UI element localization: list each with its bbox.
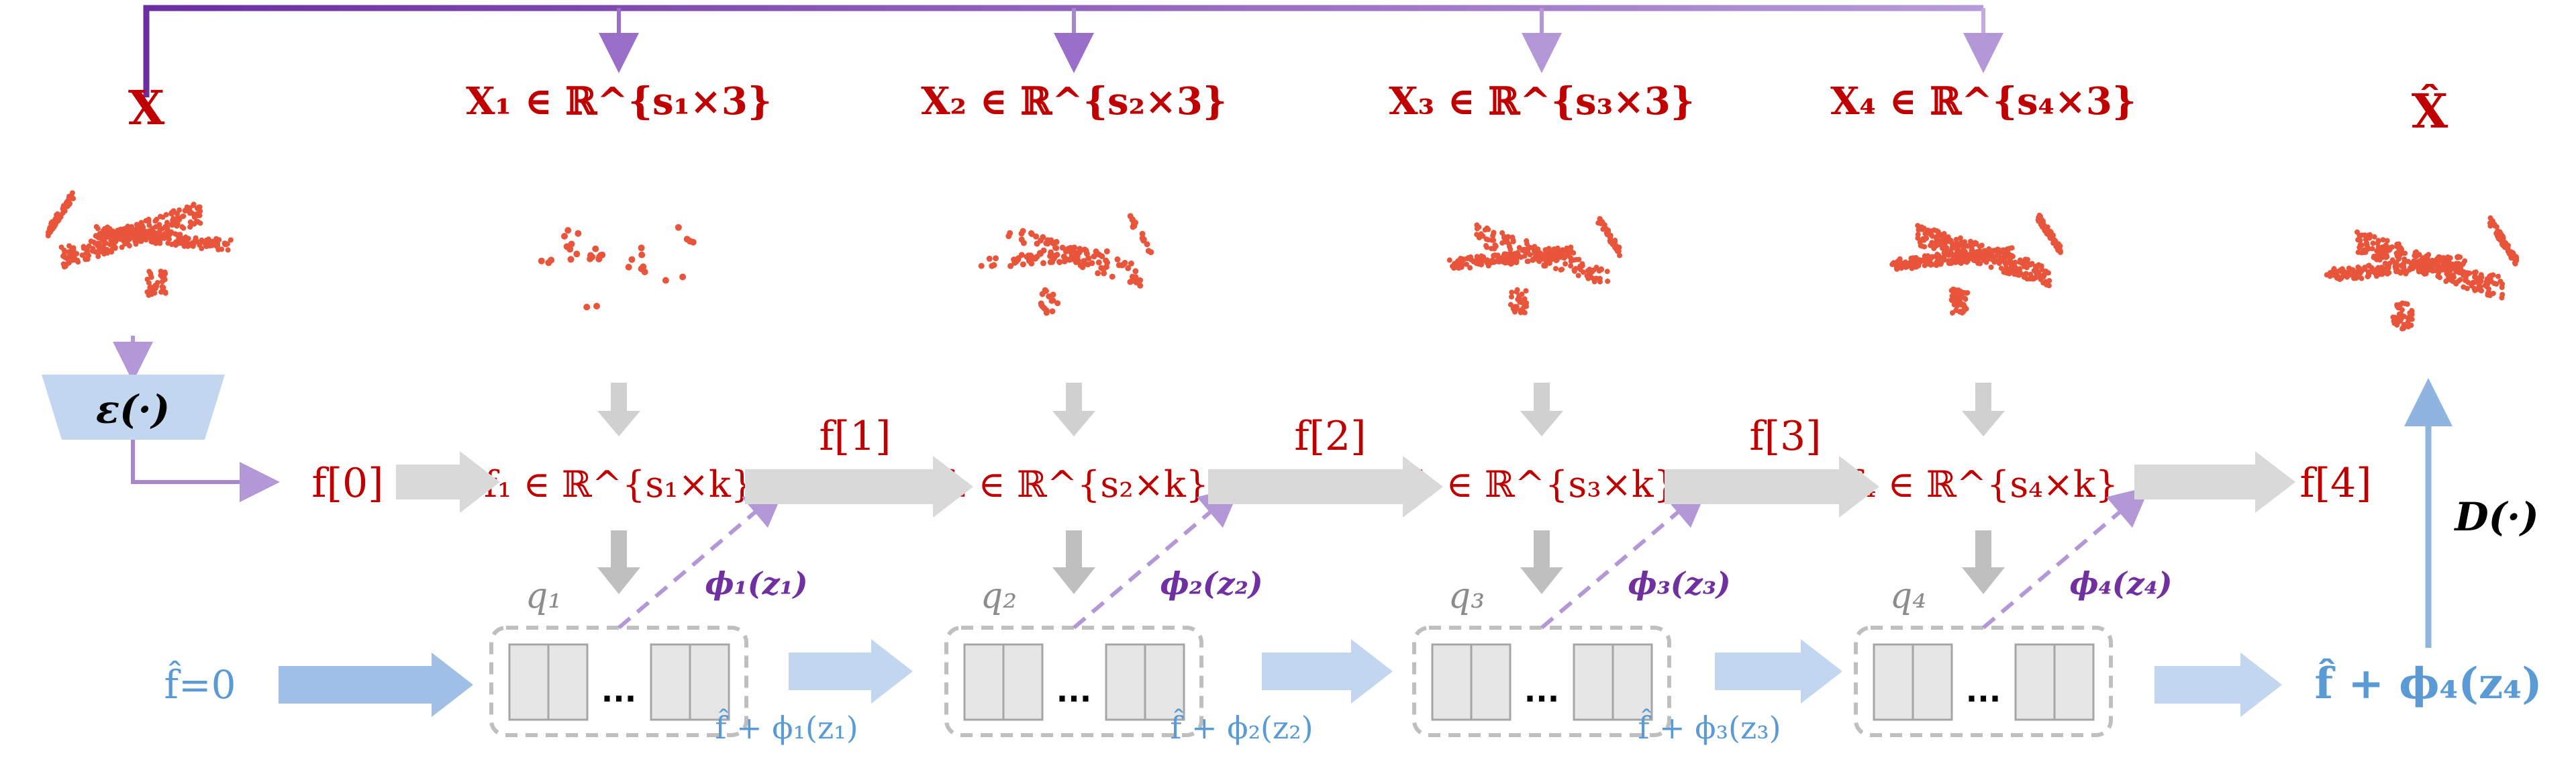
accumulation-flow-arrows — [279, 639, 2282, 717]
accum-arrow-4 — [2154, 653, 2282, 717]
f-hat-init-label: f̂=0 — [164, 660, 236, 708]
sum-label: f̂ + ϕ₂(z₂) — [1170, 708, 1313, 746]
input-x-label: X — [128, 80, 165, 136]
stage-x-label: X₁ ∈ ℝ^{s₁×3} — [466, 79, 772, 124]
stage-1: X₁ ∈ ℝ^{s₁×3} f₁ ∈ ℝ^{s₁×k} q₁... ϕ₁(z₁) f̂ … — [466, 79, 858, 746]
codebook-ellipsis: ... — [1056, 673, 1091, 709]
accum-arrow-3 — [1715, 639, 1842, 704]
sum-label: f̂ + ϕ₁(z₁) — [715, 708, 858, 746]
down-arrow-to-f — [1962, 383, 2005, 436]
codebook: ... — [1854, 626, 2113, 737]
accum-arrow-1 — [789, 639, 913, 704]
stage-x-label: X₄ ∈ ℝ^{s₄×3} — [1830, 79, 2136, 124]
phi-label: ϕ₄(z₄) — [2069, 565, 2172, 602]
stage-point-cloud — [538, 224, 697, 311]
codebook: ... — [489, 626, 748, 737]
stage-point-cloud — [1889, 212, 2063, 316]
residual-label-0: f[0] — [311, 460, 383, 507]
stage-f-label: f₄ ∈ ℝ^{s₄×k} — [1848, 463, 2118, 506]
flow-arrow-f4 — [2134, 451, 2295, 513]
dashed-phi-arrow — [617, 486, 786, 630]
encoder-block: ε(·) — [42, 375, 225, 440]
quantizer-label: q₃ — [1448, 576, 1485, 616]
encoder-label: ε(·) — [96, 387, 170, 432]
residual-flow-arrows — [396, 451, 2295, 518]
codebook: ... — [1412, 626, 1671, 737]
phi-label: ϕ₁(z₁) — [705, 565, 807, 602]
dashed-phi-arrow — [1540, 486, 1709, 630]
output-x-hat-label: X̂ — [2412, 83, 2448, 139]
stage-point-cloud — [1446, 216, 1622, 316]
down-arrow-to-codebook — [597, 530, 640, 594]
residual-label-1: f[1] — [819, 413, 891, 460]
flow-arrow-f0 — [396, 451, 500, 513]
residual-label-2: f[2] — [1294, 413, 1366, 460]
stage-2: X₂ ∈ ℝ^{s₂×3} f₂ ∈ ℝ^{s₂×k} q₂... ϕ₂(z₂) f̂ … — [921, 79, 1314, 746]
top-connector — [143, 5, 2003, 97]
sum-label: f̂ + ϕ₃(z₃) — [1638, 708, 1781, 746]
flow-arrow-f2 — [1208, 456, 1443, 518]
accum-arrow-0 — [279, 653, 473, 717]
stage-3: X₃ ∈ ℝ^{s₃×3} f₃ ∈ ℝ^{s₃×k} q₃... ϕ₃(z₃) f̂ … — [1389, 79, 1781, 746]
accum-arrow-2 — [1262, 639, 1393, 704]
decoder-label: D(·) — [2453, 494, 2538, 540]
down-arrow-to-f — [1052, 383, 1095, 436]
quantizer-label: q₁ — [526, 576, 562, 616]
down-arrow-to-f — [597, 383, 640, 436]
codebook: ... — [944, 626, 1203, 737]
residual-label-4: f[4] — [2299, 460, 2371, 507]
output-point-cloud — [2324, 215, 2520, 332]
stage-f-label: f₂ ∈ ℝ^{s₂×k} — [939, 463, 1209, 506]
stage-4: X₄ ∈ ℝ^{s₄×3} f₄ ∈ ℝ^{s₄×k} q₄... ϕ₄(z₄) — [1830, 79, 2173, 737]
down-arrow-to-codebook — [1962, 530, 2005, 594]
stage-f-label: f₁ ∈ ℝ^{s₁×k} — [484, 463, 754, 506]
phi-label: ϕ₃(z₃) — [1628, 565, 1730, 602]
flow-arrow-f3 — [1665, 456, 1879, 518]
down-arrow-to-f — [1520, 383, 1563, 436]
down-arrow-to-codebook — [1052, 530, 1095, 594]
flow-arrow-f1 — [745, 456, 973, 518]
codebook-ellipsis: ... — [1966, 673, 2001, 709]
codebook-ellipsis: ... — [1524, 673, 1559, 709]
phi-label: ϕ₂(z₂) — [1160, 565, 1262, 602]
input-point-cloud — [45, 190, 234, 298]
stage-point-cloud — [978, 213, 1154, 316]
final-sum-label: f̂ + ϕ₄(z₄) — [2315, 659, 2542, 709]
dashed-phi-arrow — [1073, 486, 1241, 630]
codebook-ellipsis: ... — [601, 673, 636, 709]
stage-x-label: X₂ ∈ ℝ^{s₂×3} — [921, 79, 1227, 124]
arrow-encoder-to-f0 — [131, 440, 280, 502]
quantizer-label: q₂ — [981, 576, 1017, 616]
residual-label-3: f[3] — [1749, 413, 1821, 460]
dashed-phi-arrow — [1982, 486, 2150, 630]
quantizer-label: q₄ — [1890, 576, 1926, 616]
down-arrow-to-codebook — [1520, 530, 1563, 594]
stage-f-label: f₃ ∈ ℝ^{s₃×k} — [1407, 463, 1677, 506]
stage-x-label: X₃ ∈ ℝ^{s₃×3} — [1389, 79, 1695, 124]
